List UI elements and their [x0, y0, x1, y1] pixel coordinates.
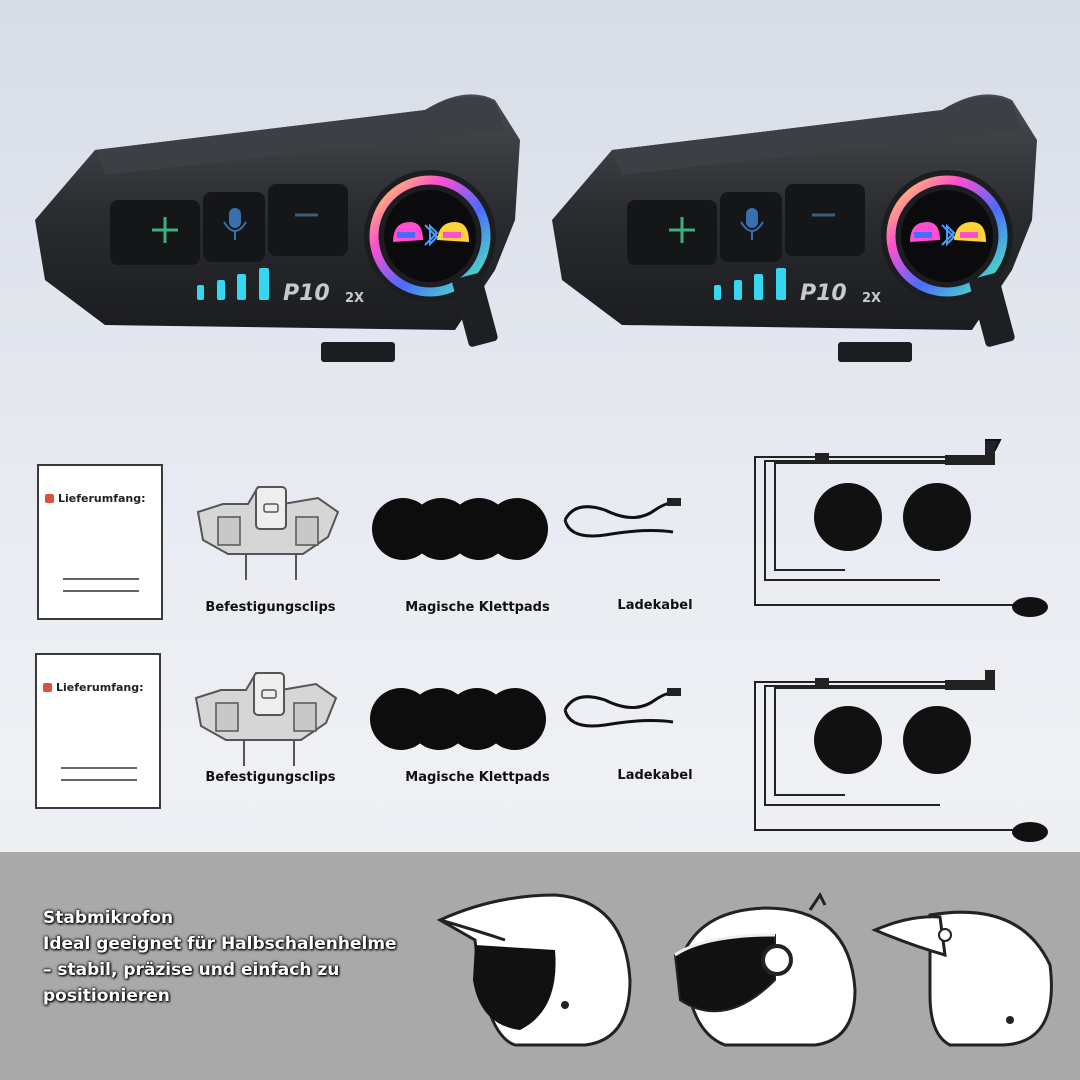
manual-title: Lieferumfang: — [43, 681, 144, 694]
package-icon — [43, 683, 52, 692]
description-line: Stabmikrofon — [43, 908, 174, 928]
manual-title: Lieferumfang: — [45, 492, 146, 505]
usb-cable-icon — [563, 688, 681, 728]
model-suffix: 2X — [862, 291, 881, 306]
visor-helmet-icon — [673, 892, 857, 1047]
model-suffix: 2X — [345, 291, 364, 306]
battery-light-bars — [197, 268, 269, 300]
usb-cable-icon — [563, 498, 681, 538]
package-icon — [45, 494, 54, 503]
manual-card: Lieferumfang: — [35, 653, 161, 809]
brand-logo: P10 — [283, 281, 330, 306]
description-line: – stabil, präzise und einfach zu — [43, 960, 340, 980]
item-label: Ladekabel — [617, 768, 693, 783]
item-label: Magische Klettpads — [405, 770, 550, 785]
microphone-description: Stabmikrofon Ideal geeignet für Halbscha… — [43, 905, 423, 1009]
mounting-clip-icon — [194, 672, 338, 766]
velcro-pad — [486, 498, 548, 560]
bluetooth-icon — [941, 223, 956, 247]
rgb-light-ring — [886, 175, 1008, 297]
plus-icon[interactable] — [669, 217, 695, 243]
divider — [61, 767, 137, 769]
divider — [63, 590, 139, 592]
divider — [61, 779, 137, 781]
intercom-device-right: P10 2X — [542, 80, 1042, 370]
battery-light-bars — [714, 268, 786, 300]
divider — [63, 578, 139, 580]
velcro-pads-icon — [370, 688, 546, 750]
item-label: Magische Klettpads — [405, 600, 550, 615]
helmet-icon — [954, 222, 986, 242]
item-label: Befestigungsclips — [205, 770, 336, 785]
plus-icon[interactable] — [152, 217, 178, 243]
item-label: Befestigungsclips — [205, 600, 336, 615]
mounting-clip-icon — [196, 486, 340, 580]
manual-title-text: Lieferumfang: — [56, 681, 144, 694]
velcro-pads-icon — [372, 498, 548, 560]
intercom-device-graphic: P10 2X — [552, 94, 1037, 362]
headset-speakers-mic-icon — [754, 670, 1048, 842]
helmet-icon — [393, 222, 423, 242]
rgb-light-ring — [369, 175, 491, 297]
velcro-pad — [484, 688, 546, 750]
intercom-device-left: P10 2X — [25, 80, 525, 370]
helmet-icon — [437, 222, 469, 242]
brand-logo: P10 — [800, 281, 847, 306]
description-line: positionieren — [43, 986, 170, 1006]
item-label: Ladekabel — [617, 598, 693, 613]
manual-title-text: Lieferumfang: — [58, 492, 146, 505]
headset-speakers-mic-icon — [754, 439, 1048, 617]
open-face-helmet-icon — [436, 893, 632, 1047]
description-line: Ideal geeignet für Halbschalenhelme — [43, 934, 397, 954]
half-shell-helmet-icon — [871, 910, 1053, 1047]
microphone-icon[interactable] — [740, 208, 764, 240]
manual-card: Lieferumfang: — [37, 464, 163, 620]
intercom-device-graphic: P10 2X — [35, 94, 520, 362]
bluetooth-icon — [424, 223, 439, 247]
helmet-icon — [910, 222, 940, 242]
microphone-icon[interactable] — [223, 208, 247, 240]
